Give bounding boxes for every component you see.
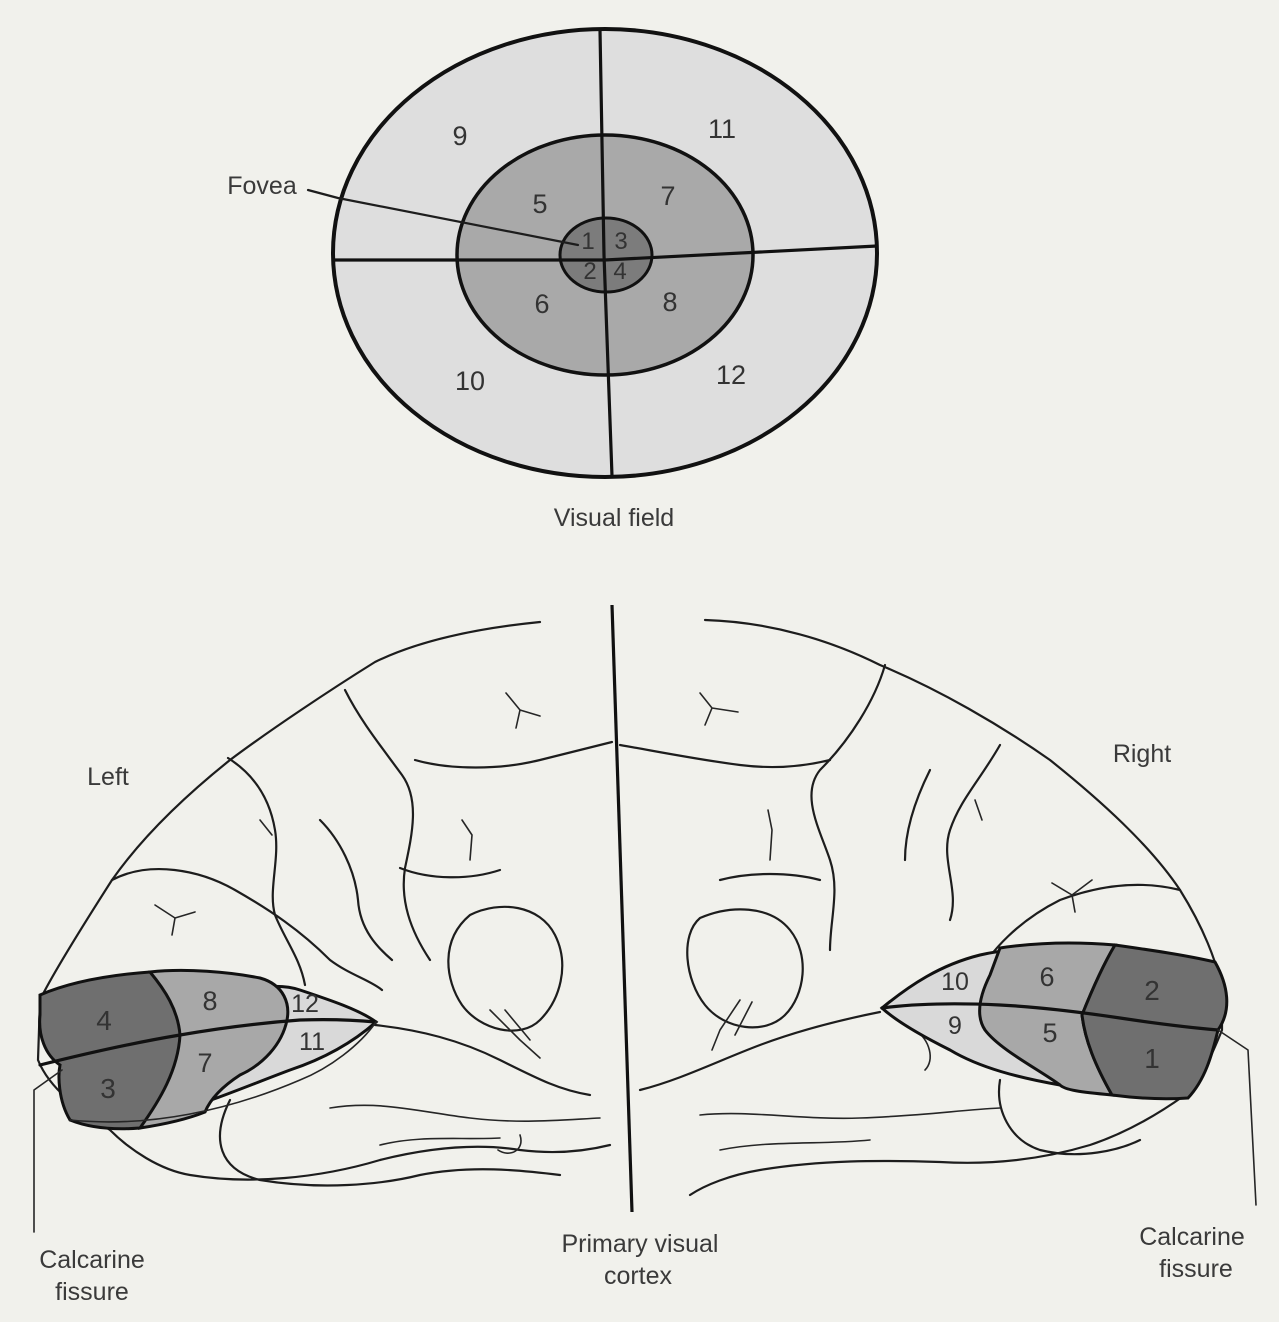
right-sulcus-2	[947, 745, 1000, 920]
fovea-label: Fovea	[227, 172, 297, 200]
right-cuneus-outline	[687, 909, 802, 1027]
left-cuneus-notch	[490, 1010, 540, 1058]
right-sulcus-branch-4	[975, 800, 982, 820]
left-lower-sulcus	[330, 1105, 600, 1121]
midline	[612, 605, 632, 1212]
left-fissure-label-line1: Calcarine	[39, 1246, 145, 1274]
left-cortex-region-3: 3	[100, 1073, 116, 1104]
left-hemisphere: 4 3 8 7 12 11 Left Calcarine fissure	[34, 622, 612, 1306]
left-hemisphere-label: Left	[87, 763, 129, 791]
right-medial-sulcus	[640, 1012, 880, 1090]
primary-visual-cortex-label-line1: Primary visual	[562, 1230, 719, 1258]
right-cortex-region-9: 9	[948, 1012, 962, 1040]
right-sulcus-6	[720, 874, 820, 880]
left-sulcus-4	[415, 742, 612, 768]
left-lower-sulcus-2	[380, 1138, 500, 1145]
field-region-6: 6	[534, 289, 549, 319]
right-cortex-region-6: 6	[1039, 962, 1054, 992]
left-sulcus-1	[345, 690, 430, 960]
right-sulcus-4	[620, 745, 830, 767]
left-sulcus-6	[400, 868, 500, 877]
right-cortex-region-10: 10	[941, 968, 969, 996]
right-hemisphere: 2 1 6 5 10 9 Right Calcarine fissure	[620, 620, 1256, 1283]
left-medial-sulcus	[375, 1025, 590, 1095]
left-fissure-label-line2: fissure	[55, 1278, 129, 1306]
field-region-11: 11	[708, 114, 736, 144]
left-cortex-region-8: 8	[202, 986, 217, 1016]
left-sulcus-2	[228, 758, 305, 985]
right-sulcus-branch-1	[700, 693, 738, 725]
right-hemisphere-outline	[690, 620, 1222, 1195]
left-sulcus-branch-3	[462, 820, 472, 860]
left-sulcus-branch-1	[506, 693, 540, 728]
primary-visual-cortex-label-line2: cortex	[604, 1262, 673, 1290]
field-region-4: 4	[613, 258, 626, 285]
field-region-3: 3	[614, 228, 627, 255]
right-hemisphere-label: Right	[1113, 740, 1171, 768]
field-region-12: 12	[716, 360, 746, 390]
right-sulcus-branch-2	[1052, 880, 1092, 912]
field-region-8: 8	[662, 287, 677, 317]
left-cuneus-outline	[448, 907, 562, 1031]
visual-field: 9 11 5 7 6 8 10 12 1 3 2 4 Fovea Visual …	[227, 29, 877, 532]
field-region-1: 1	[581, 228, 594, 255]
left-fissure-pointer	[34, 1070, 62, 1232]
left-cortex-region-12: 12	[291, 990, 319, 1018]
left-sulcus-branch-4	[260, 820, 272, 835]
right-fissure-label-line1: Calcarine	[1139, 1223, 1245, 1251]
right-sulcus-1	[811, 665, 885, 950]
field-region-9: 9	[452, 121, 467, 151]
field-region-5: 5	[532, 189, 547, 219]
left-cortex-region-4: 4	[96, 1005, 112, 1036]
left-sulcus-branch-2	[155, 905, 195, 935]
right-fissure-label-line2: fissure	[1159, 1255, 1233, 1283]
right-cortex-region-5: 5	[1042, 1018, 1057, 1048]
right-fissure-pointer	[1218, 1030, 1256, 1205]
right-lower-sulcus	[700, 1108, 1000, 1118]
right-sulcus-branch-3	[768, 810, 772, 860]
right-sulcus-5	[905, 770, 930, 860]
left-cortex-region-11: 11	[299, 1028, 325, 1056]
visual-field-caption: Visual field	[554, 504, 674, 532]
right-lower-sulcus-2	[720, 1140, 870, 1150]
field-region-10: 10	[455, 366, 485, 396]
field-region-7: 7	[660, 181, 675, 211]
left-cingulate-curl	[498, 1135, 521, 1153]
field-region-2: 2	[583, 258, 596, 285]
right-cortex-region-1: 1	[1144, 1043, 1160, 1074]
right-cortex-region-2: 2	[1144, 975, 1160, 1006]
left-cortex-region-7: 7	[197, 1048, 212, 1078]
left-sulcus-5	[320, 820, 392, 960]
